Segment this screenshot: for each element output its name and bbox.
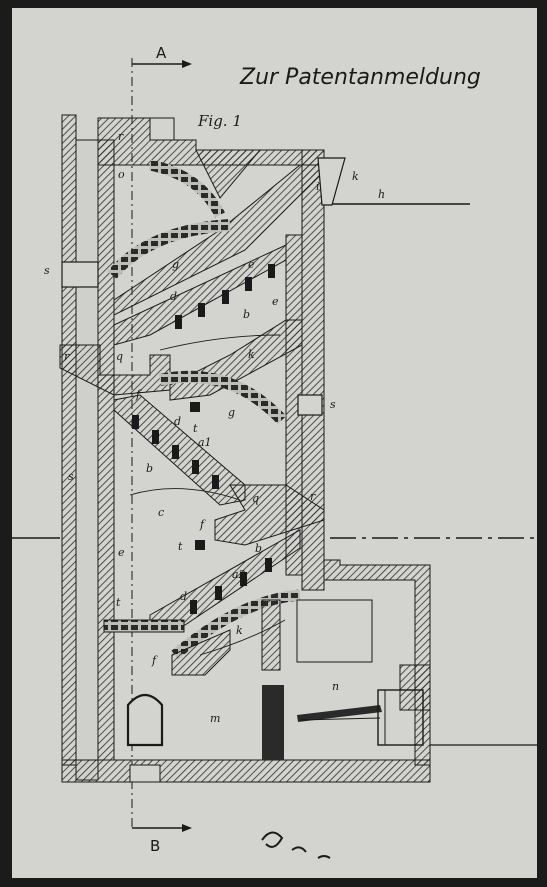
label-t-mid: t	[193, 422, 198, 435]
heading-text: Zur Patentanmeldung	[239, 65, 481, 90]
section-line-a-b	[131, 58, 192, 832]
label-h: h	[378, 188, 385, 201]
label-o: o	[118, 168, 125, 181]
label-r-top: r	[118, 130, 124, 143]
label-a1: a1	[198, 436, 212, 449]
flow-curve-1	[159, 334, 281, 351]
middle-ledge-left	[59, 344, 171, 396]
label-b-mid: b	[146, 462, 153, 475]
label-f-mid: f	[135, 388, 142, 401]
foundation	[61, 759, 431, 783]
annex-block	[399, 664, 431, 711]
label-r-right: r	[310, 490, 316, 503]
lower-ramp-upper	[214, 484, 325, 546]
top-wedge	[195, 149, 262, 199]
label-i: i	[316, 180, 320, 193]
label-r-left: r	[64, 350, 70, 363]
label-e-top: e	[248, 258, 255, 271]
label-q-low: q	[252, 492, 259, 505]
flow-curve-3	[199, 619, 286, 656]
label-m: m	[210, 712, 220, 725]
brick-arch-top	[148, 159, 225, 218]
scribble	[261, 831, 331, 859]
label-b-top: b	[243, 308, 250, 321]
label-s-left: s	[44, 264, 50, 277]
label-a2: a2	[232, 568, 246, 581]
label-s-right: s	[330, 398, 336, 411]
label-s-outer: s	[68, 470, 74, 483]
section-label-b: B	[150, 837, 160, 855]
label-k-low: k	[236, 624, 243, 637]
label-c: c	[158, 506, 164, 519]
label-e-low: e	[118, 546, 125, 559]
label-t-low: t	[178, 540, 183, 553]
side-port-right	[297, 394, 323, 416]
brick-arch-middle	[158, 370, 287, 425]
outer-left-wall	[61, 114, 77, 766]
label-g-mid: g	[228, 406, 235, 419]
annex-grate	[297, 689, 424, 746]
brick-arch-1	[107, 219, 231, 279]
label-b-low: b	[255, 542, 262, 555]
base-door	[126, 693, 164, 747]
label-q-mid: q	[116, 350, 123, 363]
label-g-top: g	[172, 258, 179, 271]
figure-label: Fig. 1	[197, 112, 242, 130]
grate-row	[103, 619, 185, 633]
label-n: n	[332, 680, 339, 693]
lower-divider	[261, 599, 281, 671]
lower-ledge	[171, 629, 231, 676]
label-t-grate: t	[116, 596, 121, 609]
annex-chamber-window	[296, 599, 373, 663]
label-f-low: f	[199, 518, 206, 531]
outer-cavity	[75, 139, 99, 781]
label-d-low: d	[180, 590, 187, 603]
side-port-left	[61, 261, 99, 288]
label-e-right: e	[272, 295, 279, 308]
baffle-row-1	[113, 244, 287, 346]
flow-curve-2	[129, 488, 241, 501]
brick-arch-lower	[171, 589, 301, 660]
label-d-top: d	[170, 290, 177, 303]
inlet-funnel	[317, 157, 346, 206]
foundation-gap	[129, 764, 161, 783]
inner-left-wall	[97, 139, 115, 761]
label-k-mid: k	[248, 348, 255, 361]
flue-opening	[149, 117, 175, 141]
section-label-a: A	[156, 44, 167, 62]
label-k-top: k	[352, 170, 359, 183]
label-d-mid: d	[174, 415, 181, 428]
lower-pillar	[262, 685, 284, 760]
label-f-base: f	[151, 654, 158, 667]
